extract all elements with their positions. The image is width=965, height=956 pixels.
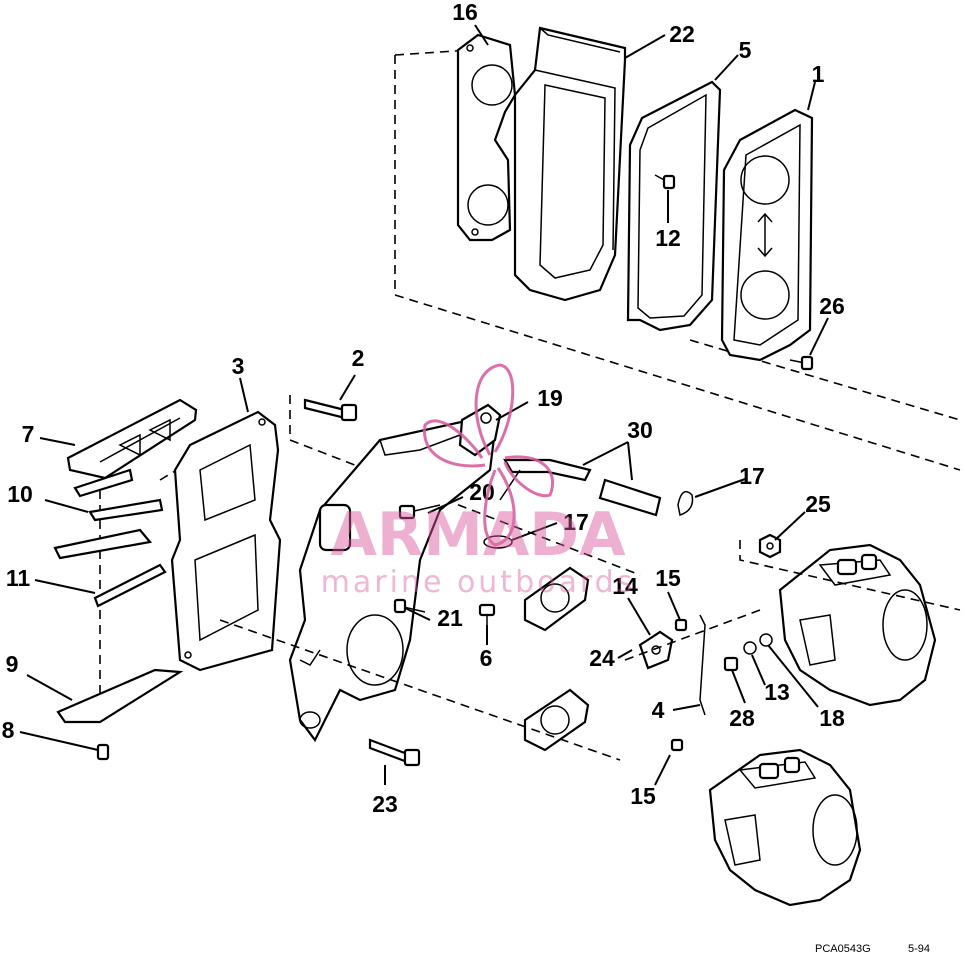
part-28-screw	[723, 656, 739, 672]
part-5-gasket	[626, 80, 722, 332]
callout-4: 4	[652, 697, 665, 723]
callout-24: 24	[589, 645, 615, 671]
part-18-washer	[759, 633, 773, 647]
callout-18: 18	[819, 705, 845, 731]
callout-23: 23	[372, 791, 398, 817]
callout-5: 5	[739, 37, 752, 63]
part-3-gasket	[170, 410, 282, 672]
callout-17-right: 17	[739, 463, 765, 489]
callout-15-lower: 15	[630, 783, 656, 809]
propeller-icon	[423, 363, 555, 547]
lower-group-guides	[219, 540, 961, 761]
watermark-brand: ARMADA	[330, 500, 626, 570]
part-22-silencer-base	[513, 26, 627, 302]
part-20-stud	[398, 504, 441, 520]
part-21-stud	[393, 598, 426, 614]
carburetor-lower	[708, 748, 862, 907]
callout-6: 6	[480, 645, 493, 671]
callout-17-left: 17	[563, 509, 589, 535]
callout-28: 28	[729, 705, 755, 731]
watermark-tagline: marine outboards	[321, 565, 636, 600]
part-16-gasket	[456, 33, 517, 242]
part-2-bolt	[303, 398, 358, 422]
callout-3: 3	[232, 353, 245, 379]
callout-2: 2	[352, 345, 365, 371]
callout-13: 13	[764, 679, 790, 705]
callout-26: 26	[819, 293, 845, 319]
carburetor-upper	[778, 543, 937, 707]
callout-10: 10	[7, 481, 33, 507]
part-9-plate	[56, 668, 184, 724]
callout-19: 19	[537, 385, 563, 411]
part-8-screw	[96, 743, 110, 761]
callout-9: 9	[6, 651, 19, 677]
callout-1: 1	[812, 61, 825, 87]
carb-gasket-lower	[523, 688, 590, 752]
leader-lines	[19, 24, 829, 786]
figure-code: PCA0543G	[815, 943, 871, 955]
callout-15-upper: 15	[655, 565, 681, 591]
callout-16: 16	[452, 0, 478, 25]
figure-date: 5-94	[908, 943, 930, 955]
callout-14: 14	[612, 573, 638, 599]
callout-labels: 16 22 5 1 12 26 2 3 19 30 7 20 17 17 25 …	[2, 0, 845, 817]
part-12-screw	[654, 174, 676, 190]
callout-8: 8	[2, 717, 15, 743]
part-11-reed-stop	[93, 563, 167, 608]
part-13-washer	[743, 641, 757, 655]
callout-25: 25	[805, 491, 831, 517]
part-15-fitting-b	[670, 738, 684, 752]
callout-12: 12	[655, 225, 681, 251]
part-26-screw	[789, 355, 814, 371]
carb-gasket-upper	[523, 566, 590, 632]
part-23-bolt	[368, 738, 421, 767]
part-4-link-rod	[699, 614, 706, 716]
part-17-clamp-b	[483, 535, 513, 549]
part-15-fitting-a	[674, 618, 688, 632]
callout-21: 21	[437, 605, 463, 631]
callout-22: 22	[669, 21, 695, 47]
callout-7: 7	[22, 421, 35, 447]
part-17-clamp-a	[677, 490, 694, 516]
callout-11: 11	[6, 565, 31, 591]
part-14-linkage	[638, 630, 674, 670]
callout-30: 30	[627, 417, 653, 443]
part-1-silencer-cover	[720, 108, 814, 362]
part-10-reed-petals	[53, 468, 164, 560]
part-7-reed-block	[66, 398, 198, 480]
part-25-nut	[758, 533, 782, 559]
watermark-logo: ARMADA marine outboards	[321, 363, 636, 600]
